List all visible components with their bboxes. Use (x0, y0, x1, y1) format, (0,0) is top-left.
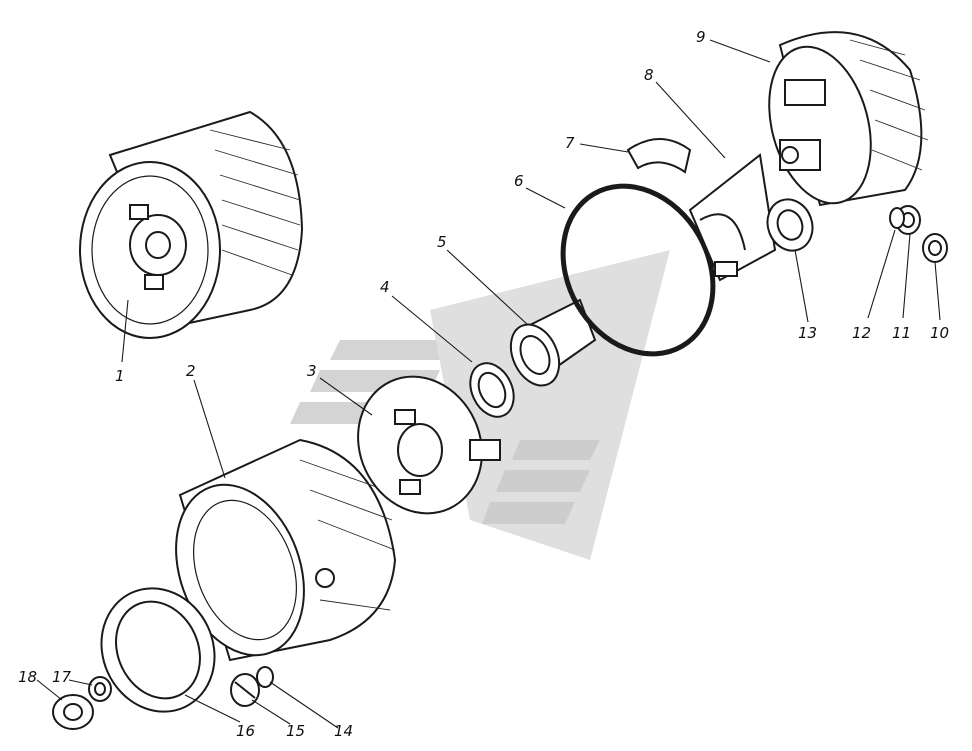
part-17-washer (88, 676, 112, 702)
callout-13: 13 (798, 324, 817, 342)
part-12-nut (889, 207, 905, 229)
part-1-chuck-body (79, 110, 304, 339)
part-18-nut (52, 694, 94, 730)
part-9-back-plate (768, 31, 929, 207)
part-13-seal-ring (766, 198, 814, 252)
part-10-spring (922, 233, 948, 263)
callout-labels: 1 2 3 4 5 6 7 8 9 10 11 12 13 14 15 16 1… (18, 28, 949, 740)
callout-11: 11 (892, 324, 911, 342)
callout-8: 8 (644, 66, 654, 84)
callout-12: 12 (852, 324, 871, 342)
watermark-logo (290, 250, 670, 560)
callout-2: 2 (186, 362, 196, 380)
callout-18: 18 (18, 668, 37, 686)
callout-1: 1 (115, 367, 125, 385)
part-4-ring (469, 362, 515, 418)
callout-6: 6 (514, 172, 524, 190)
part-8-cam (688, 153, 777, 282)
part-14-washer (256, 666, 274, 688)
callout-10: 10 (930, 324, 949, 342)
callout-14: 14 (334, 722, 353, 740)
callout-3: 3 (307, 362, 317, 380)
leader-lines (36, 39, 941, 729)
callout-4: 4 (380, 278, 390, 296)
part-16-gasket-ring (100, 587, 216, 713)
part-7-cam-segment (626, 138, 692, 174)
callout-17: 17 (52, 668, 72, 686)
callout-15: 15 (286, 722, 305, 740)
part-3-flange (357, 375, 501, 515)
part-15-screw (230, 673, 260, 707)
callout-9: 9 (696, 28, 706, 46)
part-2-sleeve (175, 438, 397, 662)
part-5-bushing (509, 298, 597, 387)
callout-16: 16 (236, 722, 255, 740)
callout-7: 7 (565, 134, 575, 152)
callout-5: 5 (437, 233, 447, 251)
part-6-o-ring (560, 183, 716, 357)
